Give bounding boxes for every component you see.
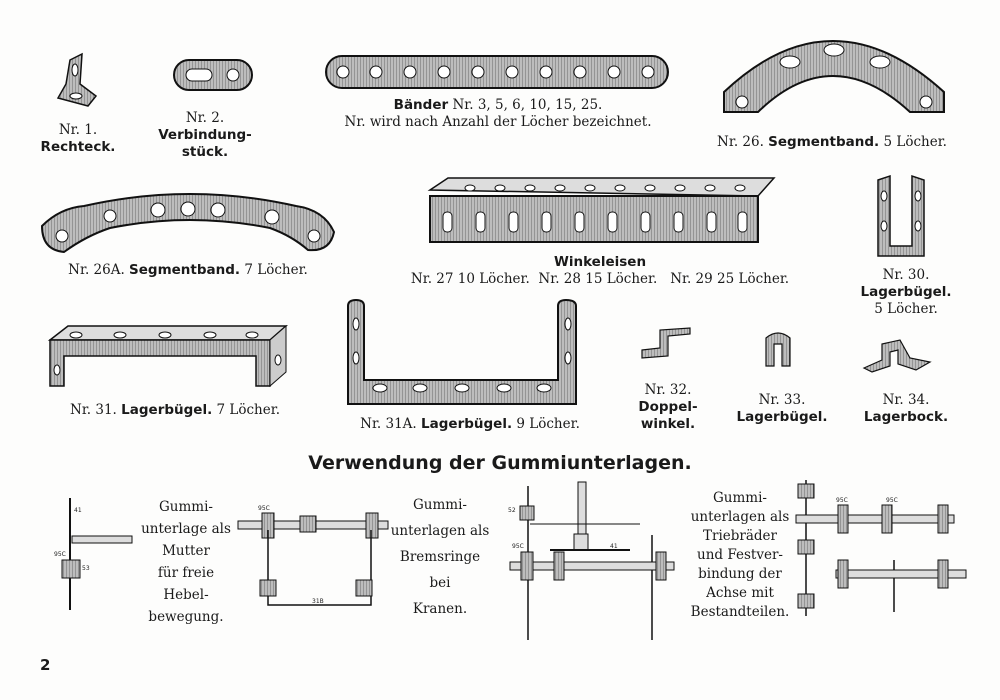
caption-nr1: Nr. 1. Rechteck. [41,122,116,156]
part-nr32-drawing [641,327,691,359]
part-name: Segmentband. [768,134,880,150]
part-name: Lagerbock. [863,409,949,425]
part-nr34-drawing [862,339,932,373]
part-note: Nr. wird nach Anzahl der Löcher bezeichn… [344,114,652,130]
text-line: bei [429,575,451,591]
text-line: Hebel- [163,587,209,603]
caption-nr30: Nr. 30. Lagerbügel. 5 Löcher. [860,267,951,318]
part-number: Nr. 33. [758,392,806,408]
part-name: stück. [181,144,229,160]
text-line: bewegung. [148,609,224,625]
caption-nr32: Nr. 32. Doppel- winkel. [638,382,697,433]
text-line: Triebräder [703,528,777,544]
part-holes: 7 Löcher. [216,402,280,418]
usage-text-3: Gummi- unterlagen als Triebräder und Fes… [691,489,790,622]
usage-diagram-4: 95C 95C [795,480,967,616]
part-holes: 9 Löcher. [516,416,580,432]
text-line: Gummi- [413,497,467,513]
part-name: Lagerbügel. [860,284,952,300]
variant-29: Nr. 29 25 Löcher. [670,271,790,287]
caption-nr26: Nr. 26. Segmentband. 5 Löcher. [717,134,947,151]
usage-text-2: Gummi- unterlagen als Bremsringe bei Kra… [391,492,490,622]
part-name: Lagerbügel. [121,402,213,418]
text-line: Gummi- [159,499,213,515]
part-nr2-drawing [173,59,253,91]
part-number: Nr. 1. [58,122,98,138]
section-heading: Verwendung der Gummiunterlagen. [308,452,692,474]
part-name: Winkeleisen [553,254,647,270]
text-line: unterlage als [141,521,231,537]
part-nr31a-drawing [347,298,577,405]
variant-27: Nr. 27 10 Löcher. [410,271,530,287]
caption-nr2: Nr. 2. Verbindung- stück. [158,110,252,161]
part-number: Nr. 26A. [68,262,125,278]
text-line: Bremsringe [399,549,481,565]
part-name: winkel. [640,416,696,432]
part-name: Segmentband. [129,262,241,278]
part-nr31-drawing [47,324,288,388]
part-nr1-drawing [56,52,98,107]
part-nr30-drawing [877,174,925,257]
caption-winkeleisen: Winkeleisen Nr. 27 10 Löcher. Nr. 28 15 … [411,254,789,288]
part-baender-drawing [325,55,669,89]
variant-28: Nr. 28 15 Löcher. [538,271,658,287]
part-nr26-drawing [723,40,945,113]
svg-text:52: 52 [508,507,516,514]
svg-text:53: 53 [82,565,90,572]
part-nr26a-drawing [40,193,336,254]
svg-text:95C: 95C [836,497,848,504]
part-name: Lagerbügel. [736,409,828,425]
text-line: Achse mit [706,585,774,601]
part-number: Nr. 2. [185,110,225,126]
usage-diagram-2: 95C 31B [237,505,389,606]
part-number: Nr. 32. [644,382,692,398]
part-nr33-drawing [765,332,791,367]
usage-text-1: Gummi- unterlage als Mutter für freie He… [141,496,231,628]
caption-nr34: Nr. 34. Lagerbock. [864,392,948,426]
usage-diagram-1: 41 95C 53 [54,498,133,610]
part-number: Nr. 31. [70,402,117,418]
part-holes: 7 Löcher. [244,262,308,278]
svg-text:95C: 95C [512,543,524,550]
text-line: Mutter [162,543,210,559]
part-name: Rechteck. [40,139,116,155]
svg-text:41: 41 [610,543,618,550]
text-line: für freie [157,565,215,581]
text-line: bindung der [698,566,782,582]
svg-text:95C: 95C [54,551,66,558]
usage-diagram-3: 52 95C 41 [508,481,675,640]
text-line: Bestandteilen. [690,604,790,620]
text-line: Kranen. [412,601,468,617]
text-line: und Festver- [697,547,783,563]
text-line: Gummi- [713,490,767,506]
part-holes: 5 Löcher. [874,301,938,317]
svg-text:41: 41 [74,507,82,514]
caption-nr31a: Nr. 31A. Lagerbügel. 9 Löcher. [360,416,580,433]
part-name: Doppel- [638,399,698,415]
svg-text:95C: 95C [886,497,898,504]
part-winkeleisen-drawing [427,177,776,243]
part-name: Verbindung- [158,127,252,143]
part-holes: 5 Löcher. [883,134,947,150]
svg-text:31B: 31B [312,598,324,605]
part-name: Lagerbügel. [421,416,513,432]
part-name: Bänder [393,97,449,113]
text-line: unterlagen als [390,523,490,539]
part-numbers: Nr. 3, 5, 6, 10, 15, 25. [452,97,603,113]
part-number: Nr. 26. [717,134,764,150]
caption-nr26a: Nr. 26A. Segmentband. 7 Löcher. [68,262,308,279]
caption-nr33: Nr. 33. Lagerbügel. [736,392,827,426]
caption-nr31: Nr. 31. Lagerbügel. 7 Löcher. [70,402,280,419]
text-line: unterlagen als [690,509,790,525]
caption-baender: Bänder Nr. 3, 5, 6, 10, 15, 25. Nr. wird… [345,97,652,131]
svg-text:95C: 95C [258,505,270,512]
part-number: Nr. 34. [882,392,930,408]
part-number: Nr. 30. [882,267,930,283]
part-number: Nr. 31A. [360,416,417,432]
page-number: 2 [40,656,51,674]
